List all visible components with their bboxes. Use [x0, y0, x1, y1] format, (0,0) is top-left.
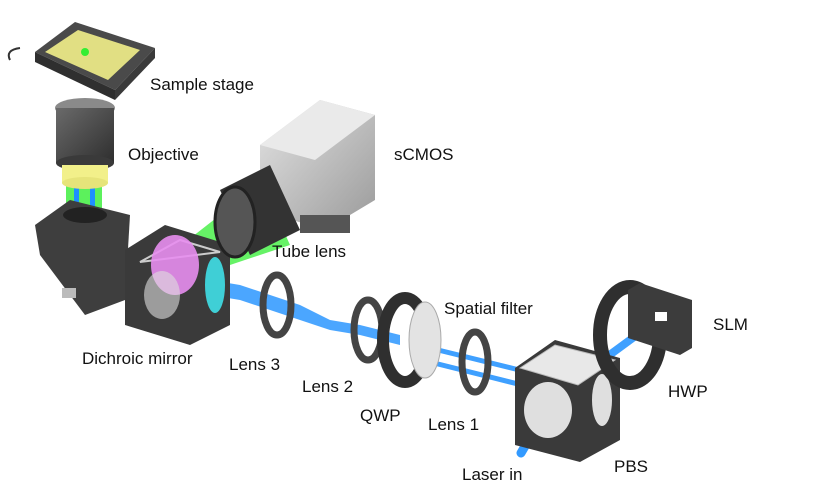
dichroic-mirror-cube	[125, 225, 230, 345]
label-slm: SLM	[713, 315, 748, 334]
slm	[628, 283, 692, 355]
label-scmos: sCMOS	[394, 145, 454, 164]
label-qwp: QWP	[360, 406, 401, 425]
tube-lens	[213, 165, 300, 259]
label-sample-stage: Sample stage	[150, 75, 254, 94]
label-pbs: PBS	[614, 457, 649, 476]
label-tube-lens: Tube lens	[272, 242, 347, 261]
lens-3	[259, 271, 295, 339]
label-dichroic-mirror: Dichroic mirror	[82, 349, 193, 368]
label-laser-in: Laser in	[462, 465, 523, 484]
label-objective: Objective	[128, 145, 199, 164]
scmos-camera	[260, 100, 375, 233]
label-lens-1: Lens 1	[428, 415, 480, 434]
lens-1	[458, 328, 492, 396]
objective	[55, 98, 115, 189]
pbs-cube	[515, 340, 620, 462]
spatial-filter	[408, 301, 442, 379]
label-lens-3: Lens 3	[229, 355, 281, 374]
sample-stage	[7, 22, 155, 100]
fold-mirror-block	[35, 200, 130, 315]
label-hwp: HWP	[668, 382, 708, 401]
label-spatial-filter: Spatial filter	[444, 299, 533, 318]
label-lens-2: Lens 2	[302, 377, 354, 396]
